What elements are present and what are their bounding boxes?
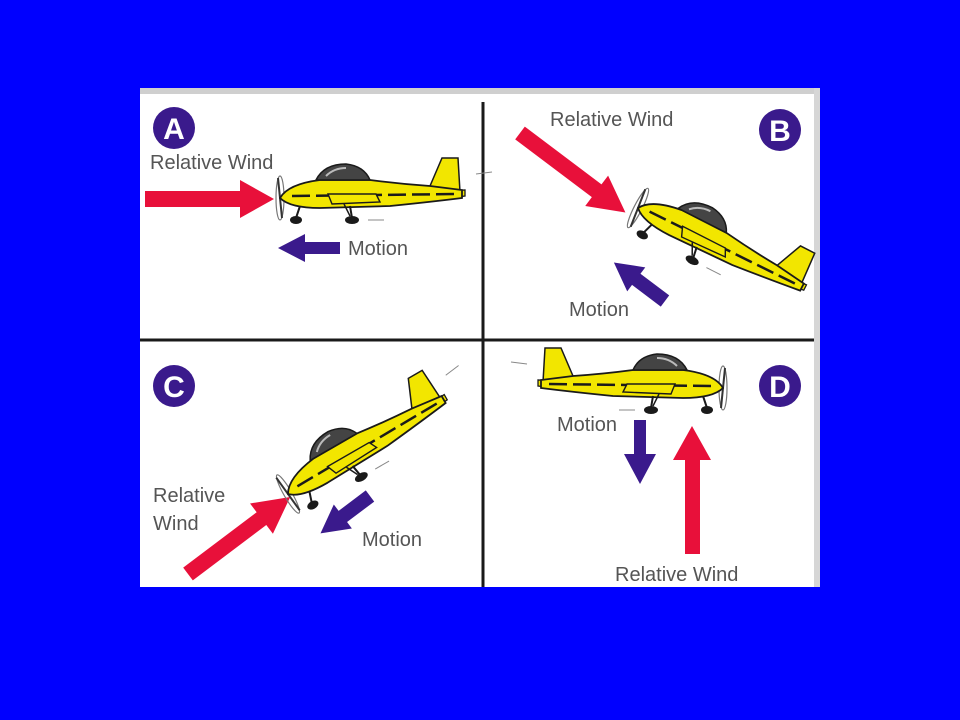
badge-d [759, 365, 801, 407]
panel-a: A Relative Wind Motion [145, 107, 494, 262]
relative-wind-figure: A Relative Wind Motion B Relative Wind M… [140, 88, 820, 587]
badge-c [153, 365, 195, 407]
panel-b-wind-label: Relative Wind [550, 109, 673, 131]
panel-b-motion-label: Motion [569, 299, 629, 321]
diagram-canvas: A Relative Wind Motion B Relative Wind M… [140, 102, 820, 587]
panel-d-airplane [509, 346, 729, 416]
panel-c-motion-label: Motion [362, 529, 422, 551]
panel-d-motion-arrow [624, 420, 656, 484]
panel-c-wind-arrow [183, 496, 291, 581]
badge-a [153, 107, 195, 149]
panel-a-motion-arrow [278, 234, 340, 262]
panel-d-wind-arrow [673, 426, 711, 554]
panel-b-motion-arrow [613, 262, 670, 307]
figure-top-border [140, 88, 820, 94]
panel-c-wind-label-line1: Relative [153, 485, 225, 507]
panel-b: B Relative Wind Motion [515, 109, 820, 329]
badge-c-text: C [163, 371, 185, 404]
panel-b-airplane [621, 169, 820, 329]
panel-c-wind-label-line2: Wind [153, 513, 199, 535]
panel-a-motion-label: Motion [348, 238, 408, 260]
badge-b-text: B [769, 115, 791, 148]
panel-a-wind-arrow [145, 180, 274, 218]
badge-b [759, 109, 801, 151]
panel-d-wind-label: Relative Wind [615, 564, 738, 586]
panel-a-wind-label: Relative Wind [150, 152, 273, 174]
panel-a-airplane [274, 156, 494, 226]
panel-d: D Motion Relative Wind [509, 346, 801, 586]
panel-d-motion-label: Motion [557, 414, 617, 436]
panel-c: C Relative Wind Motion [153, 352, 486, 581]
panel-b-wind-arrow [515, 126, 626, 213]
badge-a-text: A [163, 113, 185, 146]
panel-c-motion-arrow [320, 490, 375, 534]
panel-c-airplane [263, 352, 486, 520]
badge-d-text: D [769, 371, 791, 404]
figure-right-border [814, 88, 820, 587]
